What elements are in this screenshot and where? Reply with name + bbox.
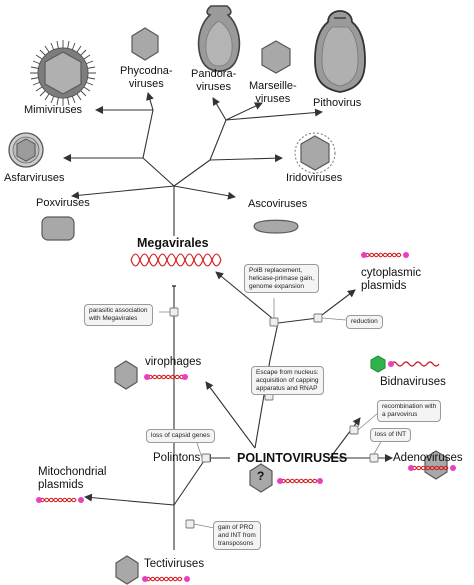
taxon-label-polintoviruses: POLINTOVIRUSES	[237, 451, 348, 465]
taxon-label-megavirales: Megavirales	[137, 236, 209, 250]
terminal-protein-bead	[184, 576, 190, 582]
pithovirus-virion-icon	[314, 10, 366, 93]
branch-virophages	[205, 381, 256, 449]
genome-icons	[36, 252, 456, 582]
taxon-label-mimiviruses: Mimiviruses	[24, 104, 83, 116]
taxon-label-cytoplasmic-plasmids: cytoplasmic plasmids	[361, 267, 422, 293]
taxon-label-ascoviruses: Ascoviruses	[248, 198, 308, 210]
poxvirus-virion-icon	[41, 216, 75, 241]
branch-asfar-node	[142, 157, 175, 187]
terminal-protein-bead	[78, 497, 84, 503]
branch-pandoraviruses	[212, 97, 227, 121]
taxon-label-pithovirus: Pithovirus	[313, 97, 362, 109]
polintovirus-genome-icon	[277, 478, 323, 484]
bidnavirus-genome-icon	[390, 361, 440, 367]
branch-left-node	[142, 109, 154, 159]
mitochondrial-plasmid-genome-icon	[36, 497, 84, 503]
adenovirus-virion-icon	[424, 450, 448, 480]
event-box-escape-from-nucleus: Escape from nucleus: acquisition of capp…	[251, 366, 324, 396]
branch-right-node	[173, 159, 211, 187]
mimivirus-virion-icon	[30, 40, 96, 106]
event-box-loss-capsid-genes: loss of capsid genes	[146, 429, 215, 443]
taxon-label-adenoviruses: Adenoviruses	[393, 452, 463, 464]
event-box-recombination-parvovirus: recombination with a parvovirus	[377, 400, 442, 422]
taxon-label-poxviruses: Poxviruses	[36, 197, 90, 209]
bidnavirus-virion-icon	[370, 355, 386, 373]
tectivirus-genome-icon	[142, 576, 190, 582]
branch-iridoviruses	[209, 154, 283, 163]
cytoplasmic-plasmid-genome-icon	[361, 252, 409, 258]
node-parasitic	[169, 307, 179, 317]
node-recombination	[349, 425, 359, 435]
bidnavirus-terminal-bead	[388, 361, 394, 367]
terminal-protein-bead	[317, 478, 323, 484]
terminal-protein-bead	[361, 252, 367, 258]
megavirales-genome-icon	[130, 253, 222, 267]
event-box-gain-pro-int: gain of PRO and INT from transposons	[213, 521, 261, 551]
tectivirus-virion-icon	[115, 555, 139, 585]
taxon-label-phycodnaviruses: Phycodna- viruses	[120, 65, 173, 90]
terminal-protein-bead	[144, 374, 150, 380]
phycodnavirus-virion-icon	[131, 27, 159, 61]
terminal-protein-bead	[36, 497, 42, 503]
ascovirus-virion-icon	[253, 219, 299, 234]
terminal-protein-bead	[403, 252, 409, 258]
branch-megavirales	[215, 271, 279, 324]
event-box-polb-replacement: PolB replacement, helicase-primase gain,…	[244, 264, 320, 294]
branch-poxviruses	[71, 185, 175, 200]
annotation-connectors	[159, 298, 383, 529]
terminal-protein-bead	[450, 465, 456, 471]
taxon-label-mitochondrial-plasmids: Mitochondrial plasmids	[38, 466, 107, 492]
adenovirus-genome-icon	[408, 465, 456, 471]
escape-branch-upper	[269, 322, 279, 361]
event-nodes	[169, 307, 379, 529]
node-loss-int	[369, 453, 379, 463]
marseillevirus-virion-icon	[261, 40, 291, 74]
taxon-label-marseilleviruses: Marseille- viruses	[249, 80, 297, 105]
branch-right-upper-node	[209, 119, 227, 161]
taxon-label-tectiviruses: Tectiviruses	[144, 558, 205, 570]
branch-phycodnaviruses	[146, 92, 154, 111]
branch-ascoviruses	[173, 185, 236, 200]
event-box-parasitic-association: parasitic association with Megavirales	[84, 304, 153, 326]
event-box-loss-int: loss of INT	[370, 428, 412, 442]
branch-mitochondrial-plasmids	[84, 493, 175, 506]
taxon-label-bidnaviruses: Bidnaviruses	[380, 376, 446, 388]
taxon-label-iridoviruses: Iridoviruses	[286, 172, 343, 184]
node-loss-capsid	[201, 453, 211, 463]
virophage-virion-icon	[114, 360, 138, 390]
taxon-label-asfarviruses: Asfarviruses	[4, 172, 65, 184]
terminal-protein-bead	[408, 465, 414, 471]
branch-bidnaviruses	[329, 417, 361, 459]
pandoravirus-virion-icon	[197, 5, 241, 72]
event-box-reduction: reduction	[346, 315, 383, 329]
taxon-label-pandoraviruses: Pandora- viruses	[191, 68, 237, 93]
taxon-label-polintons: Polintons	[153, 452, 201, 464]
terminal-protein-bead	[182, 374, 188, 380]
iridovirus-virion-icon	[294, 132, 336, 174]
branch-marseilleviruses	[225, 102, 263, 121]
node-reduction	[313, 313, 323, 323]
node-polb	[269, 317, 279, 327]
megavirales-tree	[63, 92, 323, 236]
taxon-label-virophages: virophages	[145, 356, 202, 368]
polintovirus-virion-icon	[249, 463, 273, 493]
terminal-protein-bead	[142, 576, 148, 582]
asfarvirus-virion-icon	[8, 132, 44, 168]
terminal-protein-bead	[277, 478, 283, 484]
unknown-capsid-question-mark: ?	[257, 469, 265, 483]
branch-pithovirus	[225, 108, 323, 121]
node-gain-pro-int	[185, 519, 195, 529]
virophage-genome-icon	[144, 374, 188, 380]
